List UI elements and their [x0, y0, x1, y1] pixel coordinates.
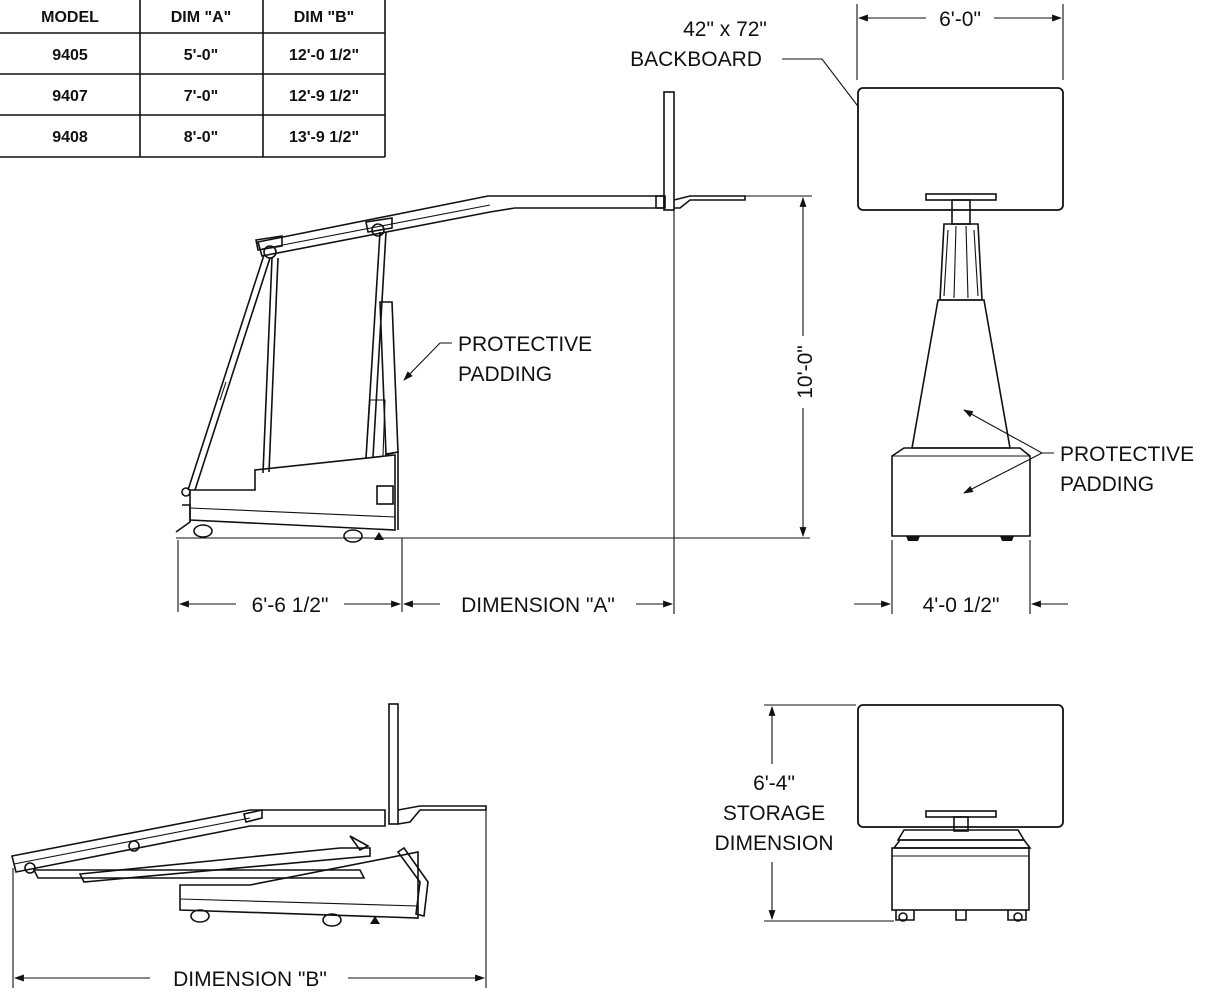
front-view-storage: 6'-4" STORAGE DIMENSION — [714, 704, 1064, 922]
base-dimension: 6'-6 1/2" DIMENSION "A" — [179, 594, 673, 617]
dimension-b-label: DIMENSION "B" — [173, 968, 327, 991]
base-length-label: 6'-6 1/2" — [252, 594, 329, 617]
table-cell: 13'-9 1/2" — [289, 129, 359, 146]
table-cell: 9408 — [52, 129, 88, 146]
table-cell: 12'-0 1/2" — [289, 47, 359, 64]
padding-side-line2: PADDING — [458, 363, 552, 386]
width-top-label: 6'-0" — [939, 8, 981, 31]
front-view-play: 6'-0" 4'-0 1/2" — [854, 4, 1068, 617]
backboard-size-label: 42" x 72" — [683, 18, 767, 41]
table-cell: 8'-0" — [184, 129, 219, 146]
model-table: MODEL DIM "A" DIM "B" 9405 5'-0" 12'-0 1… — [0, 0, 386, 158]
table-cell: 7'-0" — [184, 88, 219, 105]
storage-label-line1: 6'-4" — [753, 772, 795, 795]
table-header-dim-a: DIM "A" — [171, 9, 232, 26]
table-cell: 9405 — [52, 47, 88, 64]
table-cell: 12'-9 1/2" — [289, 88, 359, 105]
base-width-label: 4'-0 1/2" — [923, 594, 1000, 617]
dimension-a-label: DIMENSION "A" — [461, 594, 615, 617]
padding-side-line1: PROTECTIVE — [458, 333, 592, 356]
padding-front-line2: PADDING — [1060, 473, 1154, 496]
height-dimension: 10'-0" — [794, 197, 817, 537]
table-header-model: MODEL — [41, 9, 99, 26]
table-header-dim-b: DIM "B" — [294, 9, 355, 26]
side-padding-callout: PROTECTIVE PADDING — [403, 333, 592, 386]
height-label: 10'-0" — [794, 345, 817, 399]
padding-front-line1: PROTECTIVE — [1060, 443, 1194, 466]
backboard-label: BACKBOARD — [630, 48, 762, 71]
storage-label-line2: STORAGE — [723, 802, 825, 825]
table-cell: 5'-0" — [184, 47, 219, 64]
side-view-play — [175, 91, 812, 614]
side-view-storage: DIMENSION "B" — [11, 703, 487, 991]
storage-label-line3: DIMENSION — [714, 832, 833, 855]
front-padding-callout: PROTECTIVE PADDING — [963, 409, 1194, 496]
backboard-callout: 42" x 72" BACKBOARD — [630, 18, 874, 127]
table-cell: 9407 — [52, 88, 88, 105]
